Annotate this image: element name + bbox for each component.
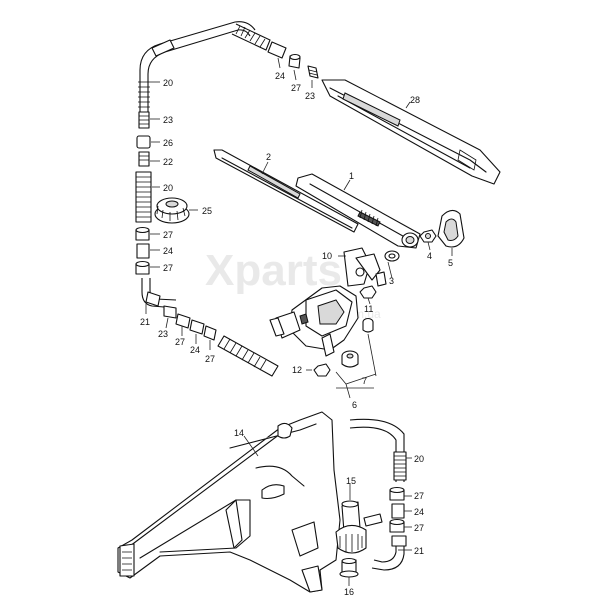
- nut-4: [419, 229, 437, 243]
- wiper-motor: [269, 285, 359, 357]
- washer-reservoir-14: [117, 411, 341, 593]
- watermark-brand: Xparts: [205, 246, 342, 295]
- callout-24: 24: [275, 71, 285, 81]
- callout-5: 5: [448, 258, 453, 268]
- callout-7: 7: [362, 376, 367, 386]
- lower-left-hose: [141, 278, 279, 377]
- cap-27-top: [288, 53, 301, 69]
- callout-3: 3: [389, 276, 394, 286]
- callout-27: 27: [175, 337, 185, 347]
- callout-1: 1: [349, 171, 354, 181]
- callout-21: 21: [414, 546, 424, 556]
- wiper-arm-blade-2: [213, 149, 359, 233]
- callout-20: 20: [414, 454, 424, 464]
- callout-27: 27: [163, 230, 173, 240]
- callout-2: 2: [266, 152, 271, 162]
- callout-27: 27: [163, 263, 173, 273]
- grommet-25: [154, 197, 190, 224]
- grommet-16: [339, 557, 359, 578]
- right-lower-hose: [349, 418, 407, 571]
- callout-16: 16: [344, 587, 354, 597]
- callout-12: 12: [292, 365, 302, 375]
- callout-24: 24: [190, 345, 200, 355]
- left-hose-stack: [135, 111, 152, 275]
- nut-11: [359, 285, 377, 299]
- spacer-7a: [341, 350, 359, 368]
- upper-washer-hose: [138, 21, 271, 112]
- connector-23-top: [307, 65, 319, 79]
- wiper-blade-28: [321, 79, 501, 185]
- callout-11: 11: [364, 304, 373, 314]
- callout-labels: 20 23 26 22 20 25 27 24 27 21 23 27 24 2…: [140, 71, 453, 597]
- callout-10: 10: [322, 251, 332, 261]
- callout-20: 20: [163, 78, 173, 88]
- callout-15: 15: [346, 476, 356, 486]
- callout-23: 23: [305, 91, 315, 101]
- callout-23: 23: [163, 115, 173, 125]
- callout-6: 6: [352, 400, 357, 410]
- seal-3: [375, 250, 400, 287]
- callout-26: 26: [163, 138, 173, 148]
- callout-25: 25: [202, 206, 212, 216]
- callout-27: 27: [205, 354, 215, 364]
- wiper-arm-1: [295, 173, 421, 249]
- nut-12: [313, 363, 331, 377]
- callout-23: 23: [158, 329, 168, 339]
- callout-24: 24: [414, 507, 424, 517]
- callout-21: 21: [140, 317, 150, 327]
- callout-4: 4: [427, 251, 432, 261]
- callout-27: 27: [414, 491, 424, 501]
- callout-14: 14: [234, 428, 244, 438]
- callout-20: 20: [163, 183, 173, 193]
- callout-22: 22: [163, 157, 173, 167]
- washer-pump-15: [335, 500, 383, 554]
- callout-27: 27: [291, 83, 301, 93]
- callout-28: 28: [410, 95, 420, 105]
- cap-5: [437, 209, 465, 248]
- leader-lines: [145, 57, 453, 586]
- coupling-24-top: [267, 41, 287, 59]
- callout-27: 27: [414, 523, 424, 533]
- callout-24: 24: [163, 246, 173, 256]
- spacer-7b: [362, 317, 374, 333]
- bracket-10: [343, 247, 381, 287]
